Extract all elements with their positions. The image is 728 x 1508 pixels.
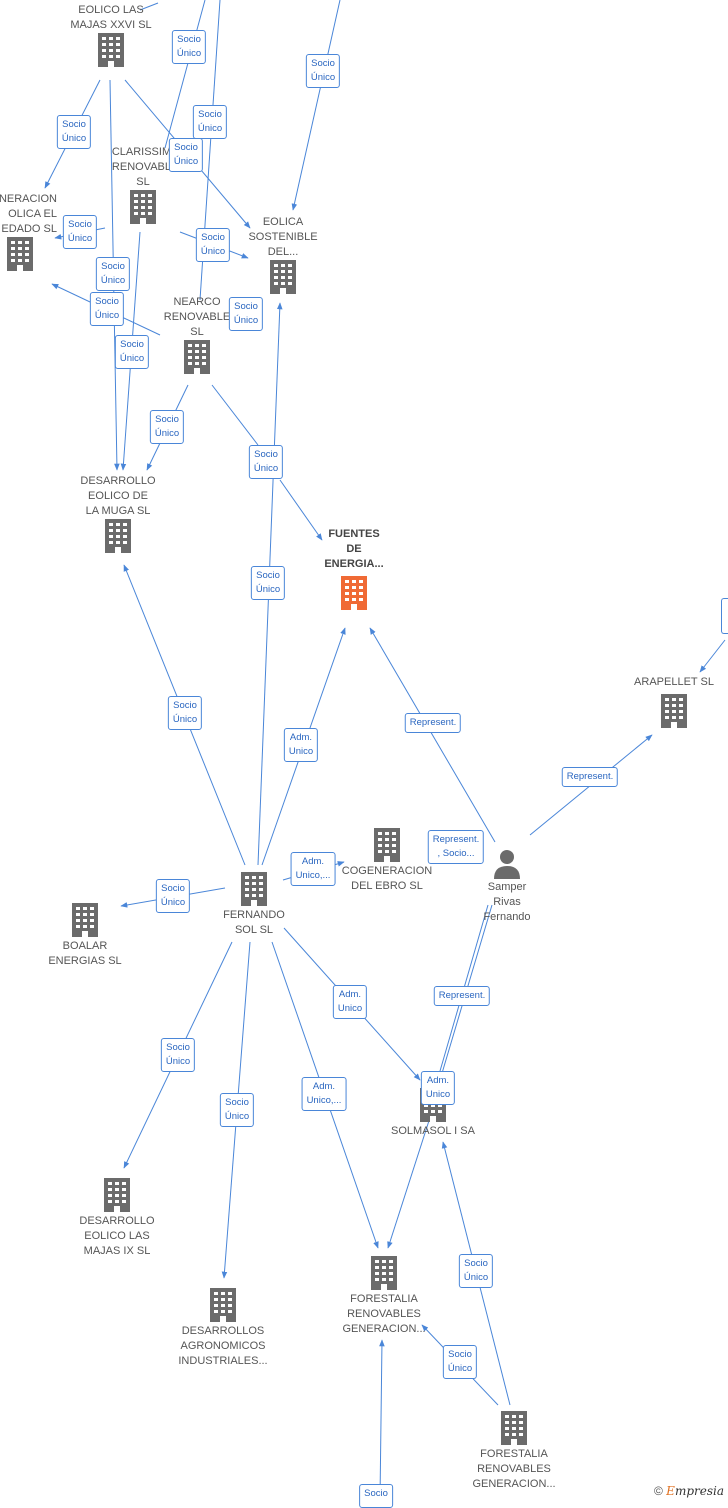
- company-node[interactable]: DESARROLLO EOLICO LAS MAJAS IX SL: [62, 1178, 172, 1259]
- company-node[interactable]: COGENERACION DEL EBRO SL: [332, 828, 442, 894]
- node-label: NERACION OLICA EL EDADO SL: [0, 193, 57, 235]
- building-icon: [371, 1256, 397, 1290]
- relation-tag[interactable]: Represent.: [433, 986, 491, 1006]
- building-icon: [501, 1411, 527, 1445]
- relation-tag[interactable]: Socio Único: [248, 445, 284, 479]
- relation-tag[interactable]: Represent.: [561, 767, 619, 787]
- building-icon: [130, 190, 156, 224]
- edge: [387, 1101, 436, 1249]
- relation-tag[interactable]: Adm. Unico: [420, 1071, 456, 1105]
- relation-tag[interactable]: Adm. Unico: [283, 728, 319, 762]
- company-node[interactable]: EOLICO LAS MAJAS XXVI SL: [56, 3, 166, 69]
- relation-tag[interactable]: Socio Único: [56, 115, 92, 149]
- company-node[interactable]: ARAPELLET SL: [619, 675, 728, 730]
- relation-tag[interactable]: Represent. , Socio...: [427, 830, 485, 864]
- building-icon: [270, 260, 296, 294]
- building-icon: [104, 1178, 130, 1212]
- edge: [379, 1339, 385, 1500]
- edge: [211, 384, 259, 446]
- edge: [699, 639, 726, 673]
- building-icon: [184, 340, 210, 374]
- node-label: FUENTES DE ENERGIA...: [324, 528, 384, 570]
- node-label: BOALAR ENERGIAS SL: [48, 940, 122, 967]
- building-icon: [72, 903, 98, 937]
- company-node[interactable]: CLARISSIMI RENOVABLI SL: [88, 145, 198, 226]
- relation-tag[interactable]: Socio: [359, 1484, 393, 1508]
- node-label: FORESTALIA RENOVABLES GENERACION...: [342, 1293, 426, 1335]
- edge: [369, 627, 496, 843]
- relation-tag[interactable]: Socio Único: [171, 30, 207, 64]
- edge: [164, 0, 206, 149]
- edge: [279, 479, 323, 541]
- relation-tag[interactable]: Socio Único: [114, 335, 150, 369]
- building-icon: [374, 828, 400, 862]
- building-icon: [661, 694, 687, 728]
- copyright-symbol: ©: [653, 1484, 663, 1498]
- company-node[interactable]: DESARROLLOS AGRONOMICOS INDUSTRIALES...: [168, 1288, 278, 1369]
- relation-tag[interactable]: Socio Único: [95, 257, 131, 291]
- building-icon: [341, 576, 367, 610]
- company-node[interactable]: FORESTALIA RENOVABLES GENERACION...: [329, 1256, 439, 1337]
- company-node[interactable]: DESARROLLO EOLICO DE LA MUGA SL: [63, 474, 173, 555]
- relation-tag[interactable]: Adm. Unico: [332, 985, 368, 1019]
- relation-tag[interactable]: Adm. Unico,...: [290, 852, 336, 886]
- building-icon: [105, 519, 131, 553]
- relation-tag[interactable]: Socio Único: [192, 105, 228, 139]
- relation-tag[interactable]: Socio Único: [149, 410, 185, 444]
- company-node[interactable]: EOLICA SOSTENIBLE DEL...: [228, 215, 338, 296]
- node-label: COGENERACION DEL EBRO SL: [341, 865, 433, 892]
- node-label: FORESTALIA RENOVABLES GENERACION...: [472, 1448, 556, 1490]
- relation-tag[interactable]: Socio Único: [250, 566, 286, 600]
- person-node[interactable]: Samper Rivas Fernando: [452, 848, 562, 925]
- relation-tag[interactable]: Socio Único: [442, 1345, 478, 1379]
- relation-tag[interactable]: Socio Único: [195, 228, 231, 262]
- relation-tag[interactable]: Adm. Unico,...: [301, 1077, 347, 1111]
- node-label: CLARISSIMI RENOVABLI SL: [111, 146, 175, 188]
- node-label: NEARCO RENOVABLE SL: [163, 296, 231, 338]
- edge: [139, 2, 159, 11]
- building-icon: [98, 33, 124, 67]
- relation-tag[interactable]: Socio Único: [160, 1038, 196, 1072]
- relation-tag[interactable]: Socio Único: [219, 1093, 255, 1127]
- node-label: DESARROLLO EOLICO DE LA MUGA SL: [80, 475, 156, 517]
- company-node[interactable]: NERACION OLICA EL EDADO SL: [0, 192, 77, 273]
- edge: [291, 0, 341, 211]
- relation-tag[interactable]: Socio Único: [228, 297, 264, 331]
- company-node[interactable]: FORESTALIA RENOVABLES GENERACION...: [459, 1411, 569, 1492]
- company-node[interactable]: FERNANDO SOL SL: [199, 872, 309, 938]
- building-icon: [241, 872, 267, 906]
- node-label: Samper Rivas Fernando: [483, 881, 531, 923]
- node-label: SOLMASOL I SA: [391, 1125, 475, 1137]
- relation-tag[interactable]: Socio Único: [458, 1254, 494, 1288]
- relation-tag[interactable]: Represent.: [404, 713, 462, 733]
- node-label: ARAPELLET SL: [634, 676, 714, 688]
- node-label: EOLICA SOSTENIBLE DEL...: [248, 216, 318, 258]
- company-node[interactable]: BOALAR ENERGIAS SL: [30, 903, 140, 969]
- company-node[interactable]: NEARCO RENOVABLE SL: [142, 295, 252, 376]
- main-company-node[interactable]: FUENTES DE ENERGIA...: [299, 527, 409, 612]
- node-label: DESARROLLOS AGRONOMICOS INDUSTRIALES...: [178, 1325, 268, 1367]
- building-icon: [210, 1288, 236, 1322]
- building-icon: [7, 237, 33, 271]
- node-label: DESARROLLO EOLICO LAS MAJAS IX SL: [79, 1215, 155, 1257]
- relation-tag[interactable]: Socio Único: [155, 879, 191, 913]
- relation-tag[interactable]: Socio Único: [168, 138, 204, 172]
- node-label: FERNANDO SOL SL: [223, 909, 285, 936]
- footer-brand[interactable]: © Empresia: [654, 1484, 724, 1498]
- person-icon: [494, 850, 520, 879]
- relation-tag[interactable]: Socio Único: [89, 292, 125, 326]
- relation-tag[interactable]: Socio Único: [305, 54, 341, 88]
- offscreen-node-edge: [721, 598, 728, 634]
- relation-tag[interactable]: Socio Único: [167, 696, 203, 730]
- relation-tag[interactable]: Socio Único: [62, 215, 98, 249]
- node-label: EOLICO LAS MAJAS XXVI SL: [70, 4, 152, 31]
- brand-logo: Empresia: [666, 1484, 724, 1498]
